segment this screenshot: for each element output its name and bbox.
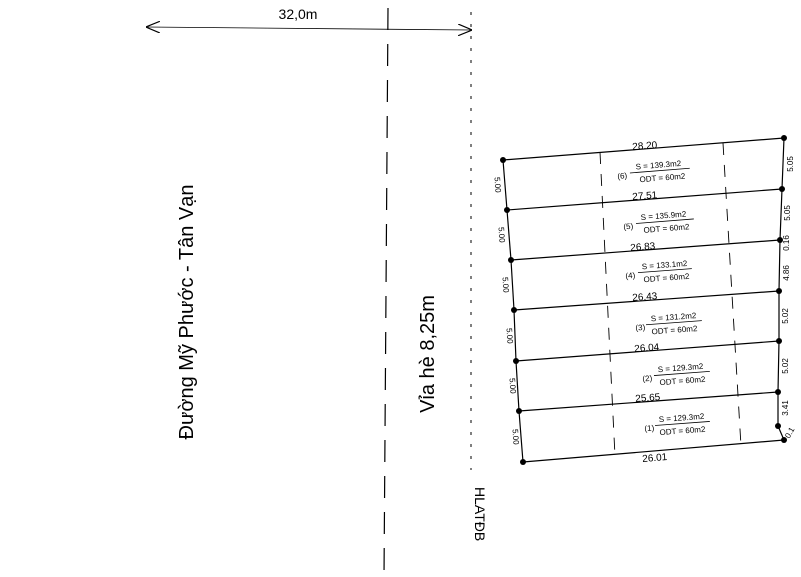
length-label: 25.65 — [635, 392, 661, 405]
setback-line-back — [722, 142, 742, 447]
road-centerline — [383, 7, 389, 577]
plot-line-6 — [518, 391, 779, 412]
boundary-label: HLATĐB — [472, 487, 488, 541]
length-label: 26.01 — [642, 452, 668, 465]
right-dim-label: 4.86 — [782, 265, 791, 281]
right-dim-label: 0.16 — [782, 235, 791, 251]
road-width-dimension: 32,0m — [147, 6, 471, 30]
plot-2-label: (2) S = 129.3m2 ODT = 60m2 — [642, 362, 710, 387]
plot-6-label: (6) S = 139.3m2 ODT = 60m2 — [617, 159, 690, 185]
right-dimensions: 5.05 5.05 0.16 4.86 5.02 5.02 3.41 0.1 — [781, 156, 797, 440]
plot-number: (6) — [617, 171, 628, 181]
plot-odt: ODT = 60m2 — [651, 324, 698, 336]
right-dim-label: 5.05 — [786, 156, 795, 172]
left-dim-label: 5.00 — [510, 429, 520, 446]
right-dim-label: 5.02 — [781, 308, 790, 324]
plot-area: S = 129.3m2 — [658, 412, 705, 424]
length-label: 26.83 — [630, 241, 656, 254]
road-name: Đường Mỹ Phước - Tân Vạn — [176, 185, 198, 440]
plot-line-4 — [513, 290, 780, 311]
plot-odt: ODT = 60m2 — [639, 172, 686, 185]
plot-area: S = 139.3m2 — [635, 159, 682, 172]
setback-line-front — [599, 151, 616, 457]
plot-1-label: (1) S = 129.3m2 ODT = 60m2 — [644, 412, 710, 437]
left-dim-label: 5.00 — [500, 277, 510, 294]
length-label: 26.04 — [634, 342, 660, 355]
sidewalk-label: Vỉa hè 8,25m — [417, 295, 439, 413]
right-dim-label: 3.41 — [781, 400, 790, 416]
plot-4-label: (4) S = 133.1m2 ODT = 60m2 — [625, 259, 692, 284]
plot-odt: ODT = 60m2 — [643, 222, 690, 235]
road-width-arrow — [147, 27, 471, 30]
plot-5-label: (5) S = 135.9m2 ODT = 60m2 — [623, 209, 694, 235]
length-label: 28.20 — [632, 140, 658, 153]
length-label: 27.51 — [632, 190, 658, 203]
plot-odt: ODT = 60m2 — [643, 272, 690, 284]
vertex-dots — [500, 135, 787, 465]
plot-area: S = 131.2m2 — [650, 311, 697, 323]
plot-number: (3) — [635, 323, 646, 333]
left-dim-label: 5.00 — [504, 328, 514, 345]
plot-outline — [500, 135, 787, 465]
plot-number: (1) — [644, 424, 655, 434]
plot-line-3 — [510, 239, 781, 261]
plot-odt: ODT = 60m2 — [659, 425, 706, 437]
right-dim-label: 5.05 — [783, 205, 792, 221]
left-dim-label: 5.00 — [492, 177, 502, 194]
right-dim-label: 5.02 — [781, 358, 790, 374]
length-label: 26.43 — [632, 291, 658, 304]
right-dim-label: 0.1 — [783, 425, 797, 440]
plot-labels: (6) S = 139.3m2 ODT = 60m2 (5) S = 135.9… — [617, 159, 710, 437]
plot-number: (5) — [623, 222, 634, 232]
plot-line-2 — [506, 188, 783, 211]
left-dim-label: 5.00 — [496, 227, 506, 244]
plot-odt: ODT = 60m2 — [659, 375, 706, 387]
left-dimensions: 5.00 5.00 5.00 5.00 5.00 5.00 — [492, 177, 520, 446]
plot-lengths: 28.20 27.51 26.83 26.43 26.04 25.65 26.0… — [630, 140, 668, 465]
road-width-label: 32,0m — [279, 6, 318, 22]
plot-area: S = 129.3m2 — [657, 362, 704, 374]
plot-number: (4) — [625, 271, 636, 281]
plot-area: S = 135.9m2 — [640, 209, 687, 222]
plot-line-1 — [502, 137, 785, 161]
plot-line-7 — [522, 439, 785, 463]
left-dim-label: 5.00 — [507, 378, 517, 395]
plot-number: (2) — [642, 374, 653, 384]
plot-area: S = 133.1m2 — [641, 259, 688, 271]
plot-3-label: (3) S = 131.2m2 ODT = 60m2 — [635, 311, 702, 336]
plot-right-edge — [777, 137, 785, 441]
